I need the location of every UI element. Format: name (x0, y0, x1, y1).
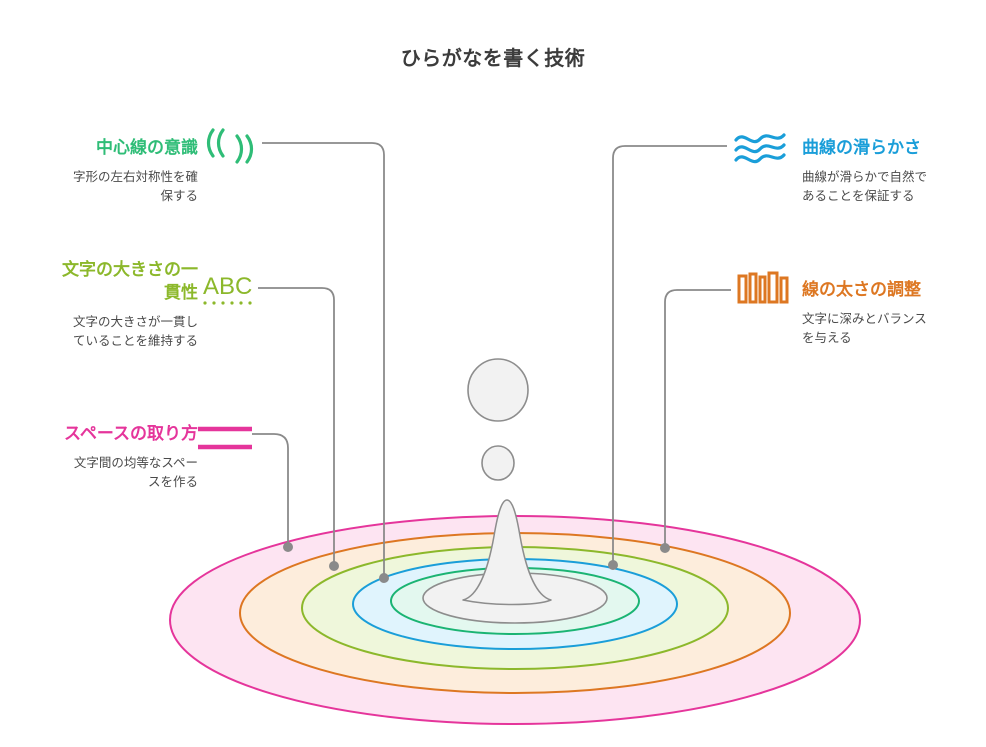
connector-dot-stroke-weight (660, 543, 670, 553)
connector-dot-char-size (329, 561, 339, 571)
droplet-small (481, 445, 515, 481)
item-char-size-heading: 文字の大きさの一 貫性 (62, 260, 198, 302)
item-center-line-heading: 中心線の意識 (96, 138, 198, 157)
connector-curve (612, 145, 727, 565)
abc-icon-label: ABC (203, 273, 252, 300)
connector-center-line (262, 142, 385, 578)
item-center-line: 中心線の意識 字形の左右対称性を確 保する (18, 136, 198, 206)
connector-dot-spacing (283, 542, 293, 552)
item-stroke-weight-heading: 線の太さの調整 (802, 280, 921, 299)
vertical-bars-icon (736, 270, 796, 310)
item-char-size: 文字の大きさの一 貫性 文字の大きさが一貫し ていることを維持する (18, 258, 198, 351)
connector-dot-center-line (379, 573, 389, 583)
item-curve-description: 曲線が滑らかで自然で あることを保証する (802, 170, 928, 203)
connector-dot-curve (608, 560, 618, 570)
item-spacing-description: 文字間の均等なスペー スを作る (73, 456, 198, 489)
connector-spacing (252, 433, 289, 547)
abc-dots-icon: ABC (202, 268, 262, 308)
page-title: ひらがなを書く技術 (400, 48, 586, 70)
droplet-large (467, 358, 529, 422)
item-char-size-description: 文字の大きさが一貫し ていることを維持する (72, 315, 198, 348)
item-curve-heading: 曲線の滑らかさ (802, 138, 921, 157)
connector-stroke-weight (664, 289, 731, 548)
item-stroke-weight: 線の太さの調整 文字に深みとバランス を与える (802, 278, 982, 348)
parentheses-arcs-icon (200, 122, 260, 164)
connector-char-size (258, 287, 335, 566)
wavy-lines-icon (732, 126, 792, 166)
item-stroke-weight-description: 文字に深みとバランス を与える (802, 312, 927, 345)
item-center-line-description: 字形の左右対称性を確 保する (72, 170, 198, 203)
item-spacing-heading: スペースの取り方 (64, 424, 198, 443)
item-spacing: スペースの取り方 文字間の均等なスペー スを作る (18, 422, 198, 492)
two-horizontal-lines-icon (196, 416, 256, 456)
splash-column (462, 499, 552, 606)
item-curve: 曲線の滑らかさ 曲線が滑らかで自然で あることを保証する (802, 136, 982, 206)
